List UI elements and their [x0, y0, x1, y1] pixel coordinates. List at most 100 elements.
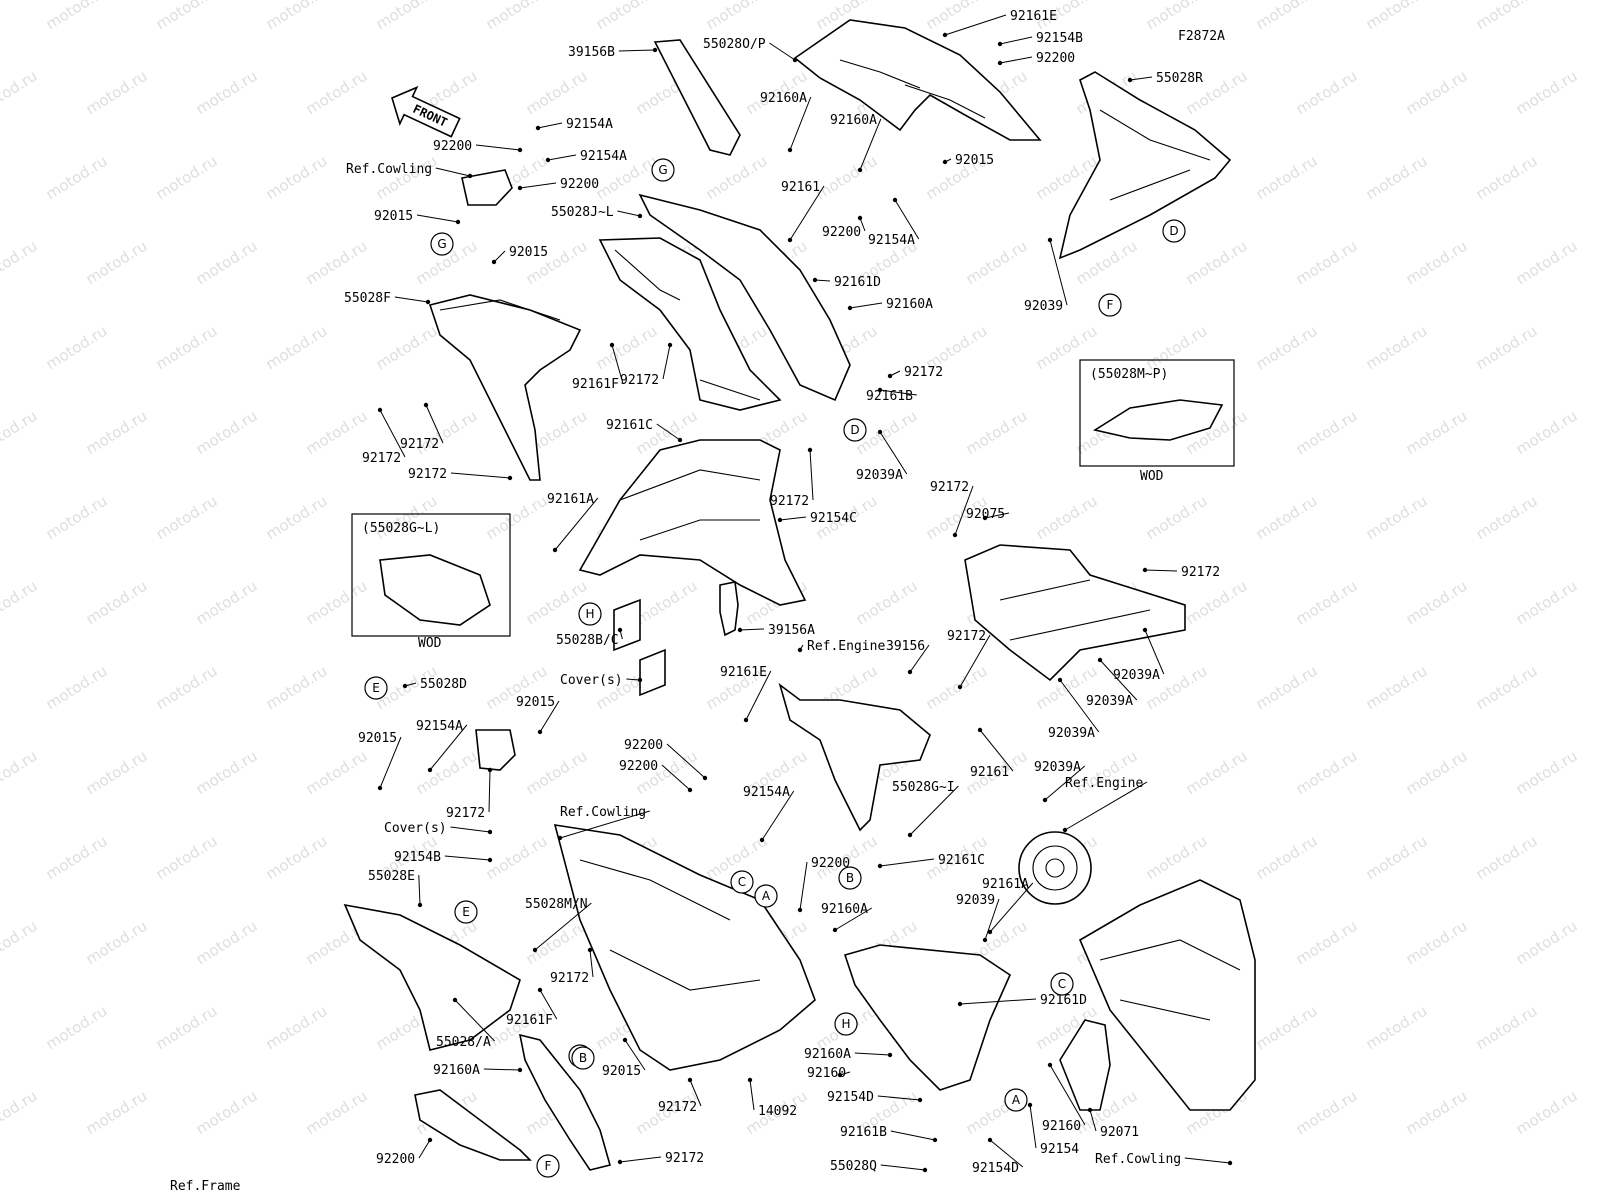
part-label: 92200	[433, 139, 472, 154]
leader-line	[859, 217, 866, 232]
watermark-text: motod.ru	[923, 662, 991, 714]
watermark-text: motod.ru	[633, 577, 701, 629]
fastener-dot	[455, 219, 461, 225]
watermark-text: motod.ru	[1403, 1087, 1471, 1139]
part-39156B	[653, 39, 741, 156]
fastener-dot	[617, 1159, 623, 1165]
watermark-text: motod.ru	[1363, 322, 1431, 374]
watermark-text: motod.ru	[43, 492, 111, 544]
leader-line	[416, 214, 459, 223]
callout-circle	[364, 676, 388, 700]
part-label: 92015	[516, 695, 555, 710]
fastener-dot	[857, 215, 863, 221]
fastener-dot	[667, 342, 673, 348]
fastener-dot	[997, 41, 1003, 47]
leader-line	[1089, 1109, 1097, 1132]
fastener-dot	[487, 767, 493, 773]
part-label: 92161D	[834, 275, 881, 290]
fastener-dot	[467, 173, 473, 179]
leader-line	[979, 729, 1014, 772]
part-label: 92161C	[938, 853, 985, 868]
watermark-text: motod.ru	[83, 407, 151, 459]
part-label: 92161C	[606, 418, 653, 433]
fastener-dot	[617, 627, 623, 633]
watermark-text: motod.ru	[193, 407, 261, 459]
watermark-text: motod.ru	[923, 0, 991, 33]
fastener-dot	[857, 167, 863, 173]
part-label: 92160A	[821, 902, 868, 917]
fastener-dot	[812, 277, 818, 283]
part-label: Ref.Engine	[807, 639, 885, 654]
watermark-text: motod.ru	[83, 917, 151, 969]
fastener-dot	[557, 835, 563, 841]
callout-letter: B	[846, 871, 854, 885]
part-label: 92161	[781, 180, 820, 195]
part-label: 55028G~I	[892, 780, 955, 795]
watermark-text: motod.ru	[303, 747, 371, 799]
fastener-dot	[982, 515, 988, 521]
fastener-dot	[837, 1072, 843, 1078]
fastener-dot	[807, 447, 813, 453]
leader-line	[789, 185, 825, 241]
part-label: 92039A	[1048, 726, 1095, 741]
fastener-dot	[907, 669, 913, 675]
part-ref-cowling-mid	[475, 729, 516, 771]
part-label: 92172	[1181, 565, 1220, 580]
fastener-dot	[537, 987, 543, 993]
watermark-text: motod.ru	[1293, 747, 1361, 799]
callout-circle	[843, 418, 867, 442]
part-ref-engine-cover	[1018, 831, 1092, 905]
callout-letter: D	[1169, 224, 1178, 238]
part-55028F	[428, 294, 582, 481]
leader-line	[493, 250, 506, 263]
fastener-dot	[987, 929, 993, 935]
watermark-text: motod.ru	[263, 1002, 331, 1054]
leader-line	[488, 769, 491, 813]
leader-line	[418, 1139, 431, 1159]
part-label: 92154C	[810, 511, 857, 526]
watermark-text: motod.ru	[1513, 407, 1581, 459]
watermark-text: motod.ru	[153, 152, 221, 204]
callout-letter: H	[585, 607, 594, 621]
leader-line	[944, 14, 1007, 36]
fastener-dot	[759, 837, 765, 843]
part-39156A	[613, 598, 641, 652]
watermark-text: motod.ru	[963, 407, 1031, 459]
leader-line	[454, 999, 495, 1042]
fastener-dot	[517, 1067, 523, 1073]
watermark-text: motod.ru	[43, 832, 111, 884]
watermark-text: motod.ru	[523, 917, 591, 969]
part-label: 55028B/C	[556, 633, 619, 648]
watermark-text: motod.ru	[853, 577, 921, 629]
fastener-dot	[887, 1052, 893, 1058]
leader-line	[661, 764, 691, 791]
leader-line	[519, 182, 557, 189]
part-label: 92154B	[394, 850, 441, 865]
part-label: 39156B	[568, 45, 615, 60]
watermark-text: motod.ru	[0, 577, 40, 629]
fastener-dot	[1057, 677, 1063, 683]
watermark-text: motod.ru	[1363, 832, 1431, 884]
fastener-dot	[907, 832, 913, 838]
part-label: 92154	[1040, 1142, 1079, 1157]
fastener-dot	[687, 787, 693, 793]
leader-line	[483, 1068, 521, 1071]
part-label: 92160A	[886, 297, 933, 312]
part-label: 92172	[362, 451, 401, 466]
leader-line	[554, 497, 599, 551]
fastener-dot	[892, 197, 898, 203]
watermark-text: motod.ru	[523, 67, 591, 119]
fastener-dot	[1142, 567, 1148, 573]
callout-letter: G	[658, 163, 667, 177]
watermark-text: motod.ru	[263, 492, 331, 544]
callout-g: G	[651, 158, 675, 182]
part-ref-engine-bracket	[719, 581, 739, 637]
callout-circle	[1050, 972, 1074, 996]
leader-line	[1059, 679, 1100, 733]
leader-line	[1144, 569, 1178, 572]
part-label: 92172	[408, 467, 447, 482]
leader-line	[475, 144, 521, 151]
callout-letter: E	[462, 905, 470, 919]
fastener-dot	[797, 647, 803, 653]
watermark-text: motod.ru	[1293, 917, 1361, 969]
